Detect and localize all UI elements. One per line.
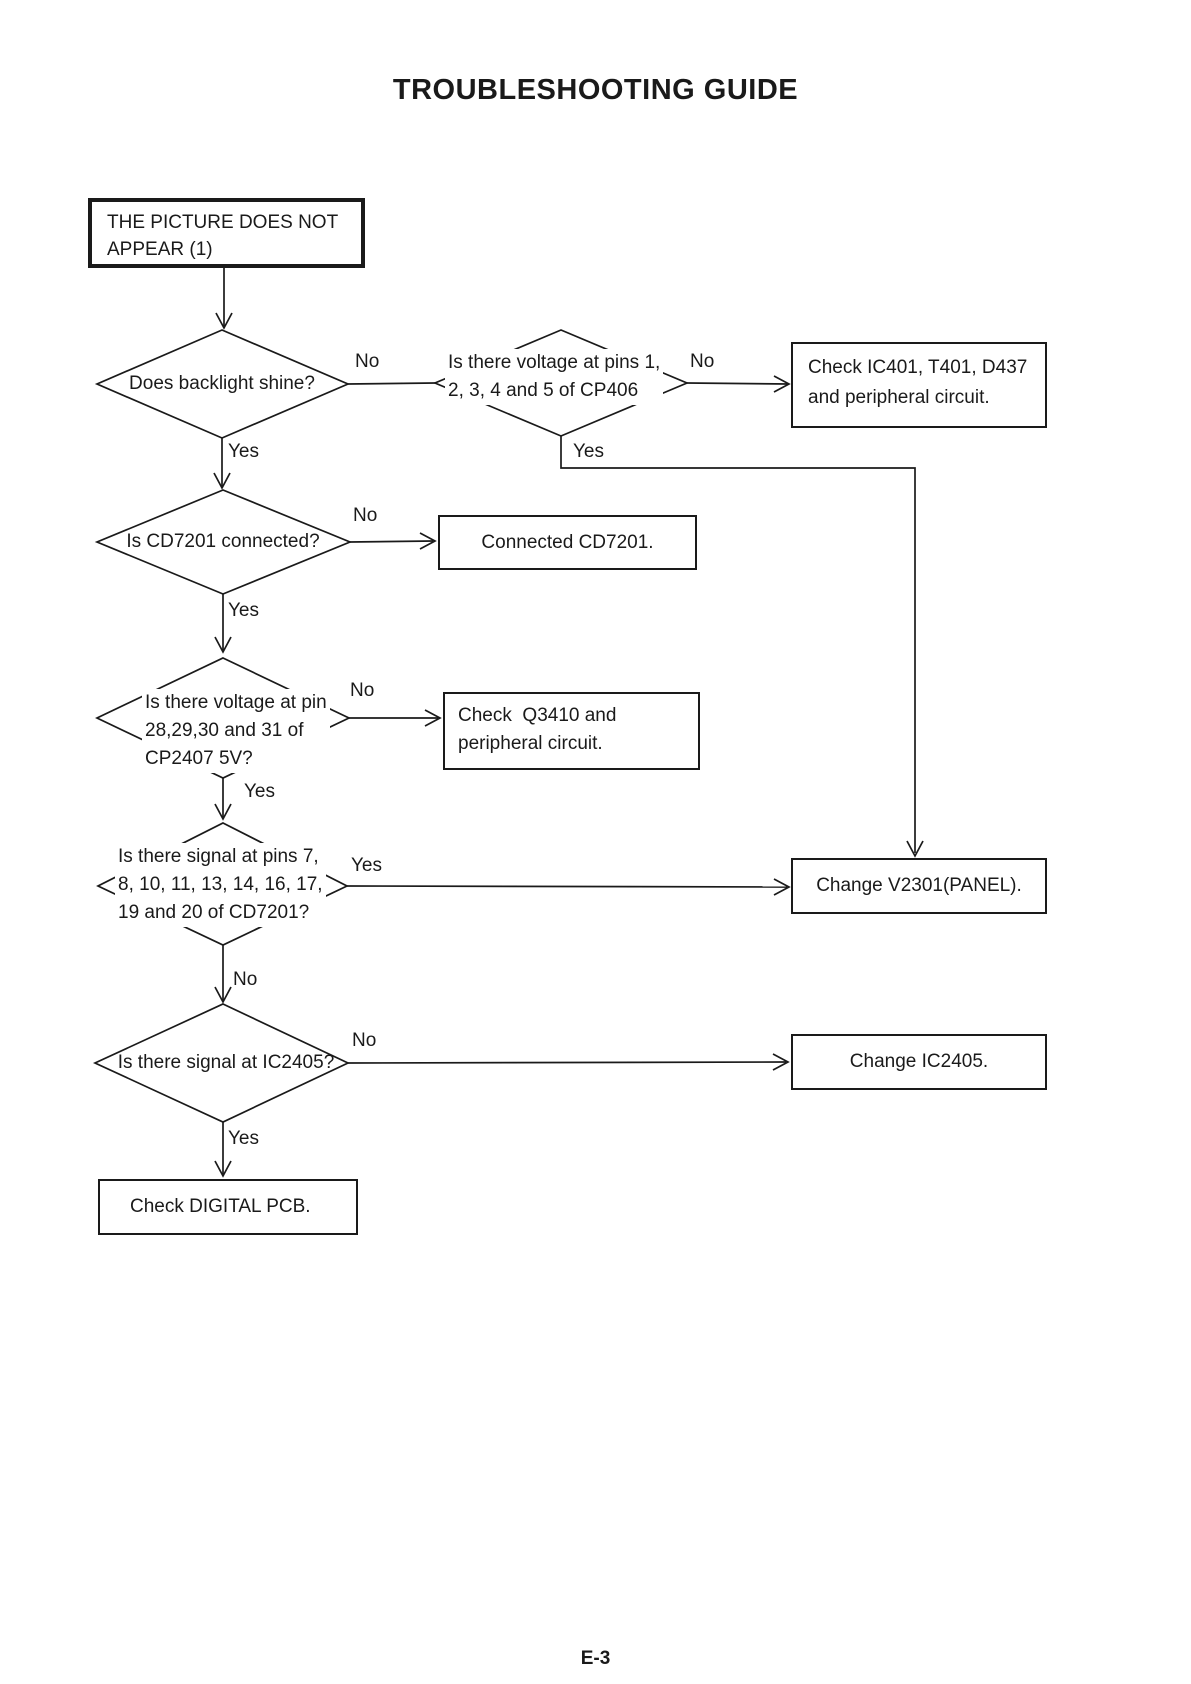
action-connected-cd7201-box: Connected CD7201. [438, 515, 697, 570]
connector-cd7201-no-to-connected-cd7201 [349, 540, 434, 543]
action-check-ic401-box: Check IC401, T401, D437 and peripheral c… [791, 342, 1047, 428]
label-cd7201-signal-yes: Yes [351, 855, 382, 876]
decision-cd7201-connected-text: Is CD7201 connected? [126, 531, 320, 552]
arrowhead-cd7201-signal [214, 803, 232, 821]
arrowhead-check-q3410 [424, 709, 442, 727]
arrowhead-backlight [215, 312, 233, 330]
action-change-v2301-box: Change V2301(PANEL). [791, 858, 1047, 914]
connector-ic2405-no-to-change-ic2405 [347, 1061, 787, 1064]
label-backlight-yes: Yes [228, 441, 259, 462]
arrowhead-check-ic401 [773, 375, 791, 393]
arrowhead-check-digital-pcb [214, 1160, 232, 1178]
arrowhead-connected-cd7201 [419, 532, 437, 550]
decision-cp2407-text: Is there voltage at pin 28,29,30 and 31 … [142, 689, 330, 773]
arrowhead-cd7201-connected [213, 472, 231, 490]
action-check-digital-pcb-box: Check DIGITAL PCB. [98, 1179, 358, 1235]
decision-ic2405-signal-text: Is there signal at IC2405? [117, 1052, 335, 1073]
decision-cd7201-signal-text: Is there signal at pins 7, 8, 10, 11, 13… [115, 843, 326, 927]
start-box-picture-does-not-appear: THE PICTURE DOES NOT APPEAR (1) [88, 198, 365, 268]
connector-backlight-no-to-cp406 [347, 382, 436, 385]
decision-backlight-text: Does backlight shine? [129, 373, 315, 394]
label-cd7201-connected-no: No [353, 505, 378, 526]
connector-cp406-yes-to-change-v2301 [560, 436, 916, 853]
decision-cp406-text: Is there voltage at pins 1, 2, 3, 4 and … [445, 349, 664, 405]
label-cp406-no: No [690, 351, 715, 372]
start-box-line: APPEAR (1) [107, 239, 213, 260]
action-check-q3410-box: Check Q3410 and peripheral circuit. [443, 692, 700, 770]
start-box-line: THE PICTURE DOES NOT [107, 212, 339, 233]
label-cd7201-signal-no: No [233, 969, 258, 990]
page-number: E-3 [580, 1648, 611, 1669]
action-change-ic2405-box: Change IC2405. [791, 1034, 1047, 1090]
connector-cd7201-signal-yes-to-change-v2301 [346, 885, 788, 888]
label-ic2405-signal-yes: Yes [228, 1128, 259, 1149]
label-cp406-yes: Yes [573, 441, 604, 462]
label-backlight-no: No [355, 351, 380, 372]
arrowhead-change-ic2405 [772, 1053, 790, 1071]
page-title: TROUBLESHOOTING GUIDE [392, 74, 799, 106]
arrowhead-ic2405-signal [214, 986, 232, 1004]
arrowhead-cp2407 [214, 636, 232, 654]
arrowhead-change-v2301-left [773, 878, 791, 896]
arrowhead-change-v2301-top [906, 840, 924, 858]
connector-cp406-no-to-check-ic401 [686, 382, 789, 385]
label-cp2407-no: No [350, 680, 375, 701]
label-ic2405-signal-no: No [352, 1030, 377, 1051]
label-cd7201-connected-yes: Yes [228, 600, 259, 621]
label-cp2407-yes: Yes [244, 781, 275, 802]
